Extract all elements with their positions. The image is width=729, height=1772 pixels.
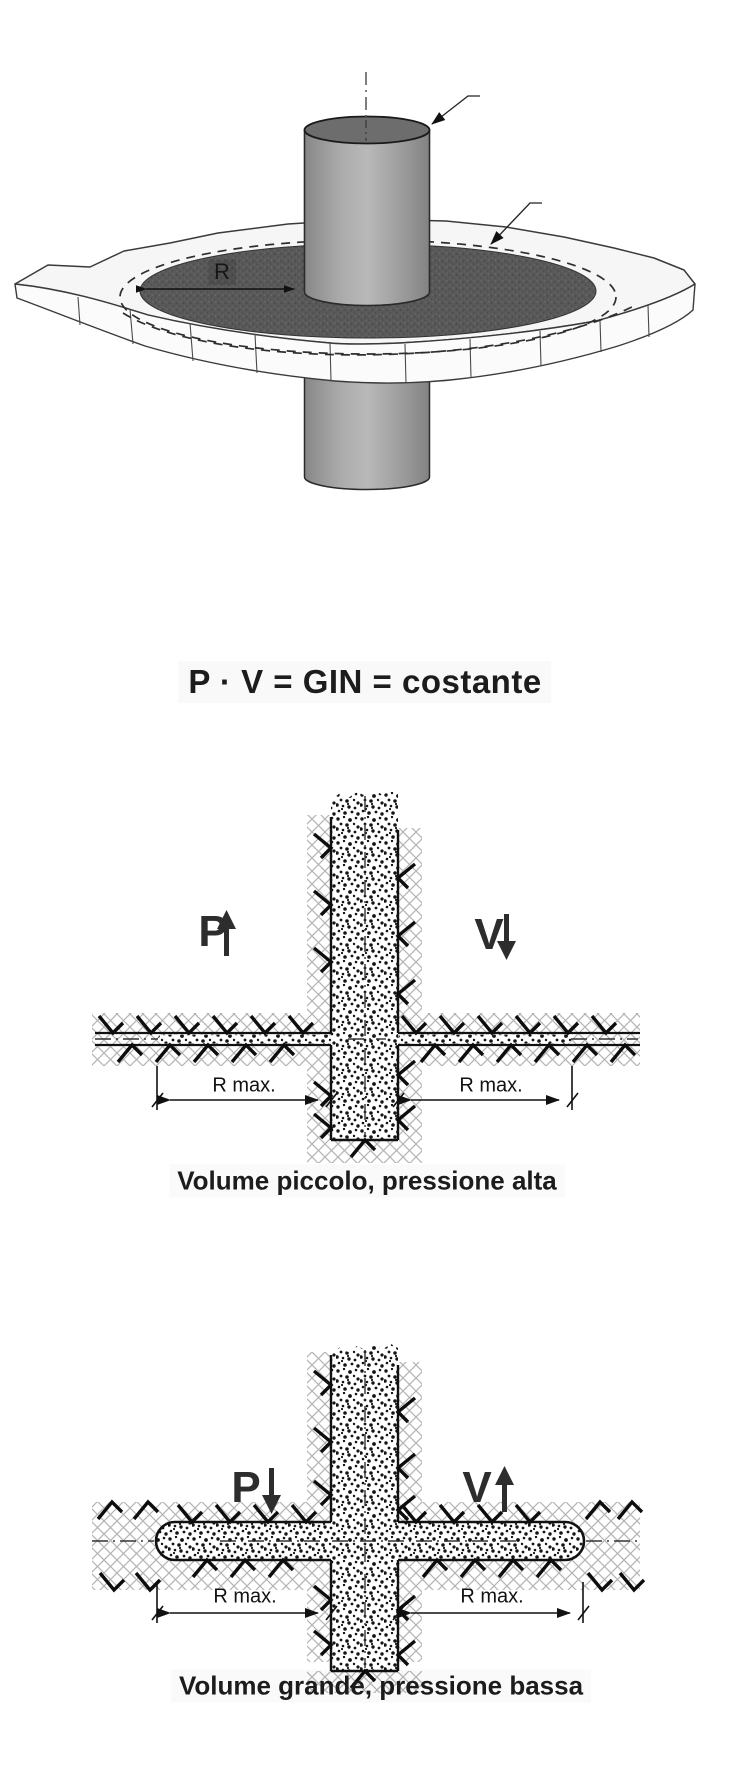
- radius-label: R: [208, 259, 236, 285]
- caption-high-pressure: Volume piccolo, pressione alta: [177, 1165, 557, 1196]
- fracture-tick-marks: [96, 832, 646, 1690]
- grout-strip-left: [158, 1034, 331, 1044]
- r-max-label-left: R max.: [213, 1585, 277, 1608]
- grout-lens-outline: [154, 1520, 586, 1562]
- caption-low-pressure: Volume grande, pressione bassa: [178, 1670, 584, 1701]
- r-max-label-right: R max.: [459, 1074, 523, 1097]
- pressure-up-arrow-icon: [217, 910, 236, 956]
- rock-slab-front: [14, 283, 696, 384]
- pressure-symbol: P: [198, 907, 228, 956]
- borehole-cylinder-lower: [303, 367, 431, 491]
- pressure-down-arrow-icon: [262, 1468, 281, 1514]
- borehole-grout-column: [331, 1344, 398, 1671]
- 3d-grouting-figure: [14, 72, 696, 491]
- volume-down-arrow-icon: [497, 914, 516, 960]
- borehole-hatch-left: [307, 1352, 331, 1662]
- borehole-cylinder-upper: [303, 129, 431, 307]
- pressure-label-low: P: [231, 1466, 260, 1510]
- borehole-walls: [329, 817, 400, 1142]
- centerlines: [95, 796, 638, 1136]
- pressure-symbol: P: [231, 1463, 261, 1512]
- volume-symbol: V: [462, 1463, 492, 1512]
- r-max-label-right: R max.: [460, 1585, 524, 1608]
- grout-strip-right: [398, 1034, 571, 1044]
- gin-formula: P · V = GIN = costante: [178, 661, 551, 703]
- r-max-label-left: R max.: [212, 1074, 276, 1097]
- volume-up-arrow-icon: [495, 1466, 514, 1512]
- section-high-pressure: [92, 790, 640, 1163]
- volume-label-low: V: [474, 913, 503, 957]
- centerlines: [92, 1350, 640, 1668]
- borehole-cylinder-top-face: [303, 115, 431, 145]
- volume-symbol: V: [474, 910, 504, 959]
- volume-label-high: V: [462, 1466, 491, 1510]
- borehole-hatch-left: [307, 815, 331, 1162]
- pressure-label-high: P: [198, 910, 227, 954]
- dimension-r-max: [151, 1582, 590, 1623]
- borehole-leader-line: [431, 95, 480, 125]
- borehole-hatch-bottom: [307, 1140, 422, 1163]
- grout-limit-dashed-front-arc: [122, 305, 635, 356]
- dimension-r-max: [151, 1066, 579, 1110]
- borehole-hatch-bottom: [307, 1671, 422, 1693]
- section-low-pressure: [92, 1344, 640, 1693]
- grout-disc-leader-line: [490, 202, 542, 245]
